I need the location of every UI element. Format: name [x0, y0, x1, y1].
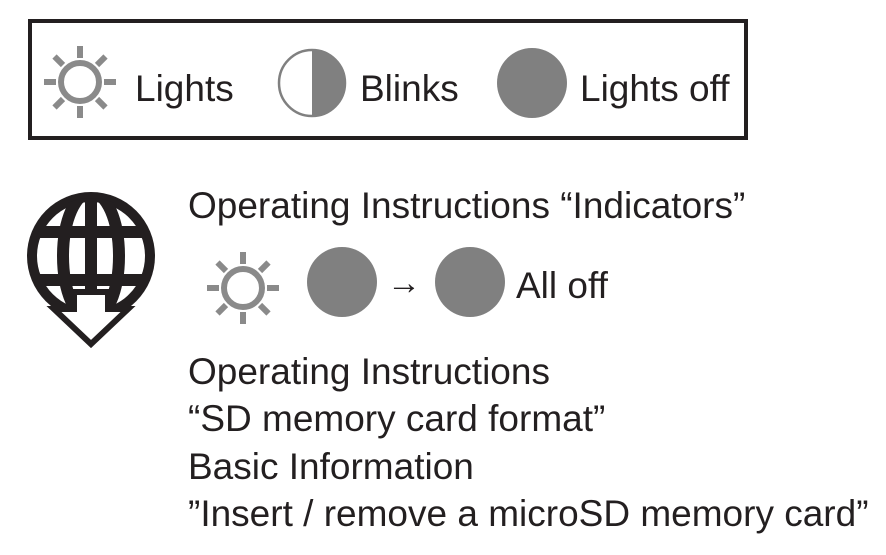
filled-circle-icon — [435, 247, 505, 317]
ref-insert-remove-line2: ”Insert / remove a microSD memory card” — [188, 493, 869, 534]
ref-sd-format-line2: “SD memory card format” — [188, 398, 606, 439]
legend-lights-label: Lights — [135, 68, 234, 109]
legend-blinks-label: Blinks — [360, 68, 459, 109]
all-off-label: All off — [516, 265, 608, 306]
ref-insert-remove-line1: Basic Information — [188, 446, 474, 487]
arrow-right-icon: → — [387, 264, 421, 302]
filled-circle-icon — [497, 48, 567, 118]
legend-lights-off-label: Lights off — [580, 68, 730, 109]
ref-indicators-title: Operating Instructions “Indicators” — [188, 185, 746, 226]
half-circle-icon — [277, 48, 347, 118]
ref-sd-format-line1: Operating Instructions — [188, 351, 550, 392]
globe-download-icon — [27, 192, 155, 348]
filled-circle-icon — [307, 247, 377, 317]
sun-icon — [207, 252, 279, 324]
sun-icon — [44, 46, 116, 118]
indicator-legend: Lights Blinks Lights off — [28, 19, 748, 140]
